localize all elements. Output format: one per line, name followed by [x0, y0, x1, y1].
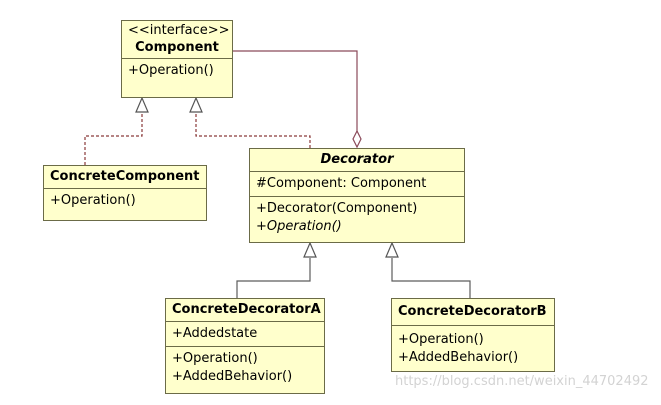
stereotype-label: <<interface>>	[128, 23, 230, 38]
operations-section: +Operation() +AddedBehavior()	[392, 326, 554, 370]
realization-line-concretecomponent	[84, 113, 143, 165]
class-name: ConcreteDecoratorA	[166, 299, 324, 322]
aggregation-line	[233, 50, 358, 132]
operation: +Decorator(Component)	[256, 201, 418, 216]
operation: +Operation()	[398, 332, 484, 347]
class-decorator[interactable]: Decorator #Component: Component +Decorat…	[249, 148, 465, 243]
realization-line-decorator	[195, 113, 311, 148]
attributes-section: #Component: Component	[250, 172, 464, 197]
operation: +AddedBehavior()	[172, 369, 293, 384]
aggregation-diamond	[352, 129, 362, 149]
generalization-arrowhead-decoratorb	[385, 241, 399, 258]
realization-arrowhead-decorator	[189, 96, 203, 113]
class-name: Decorator	[250, 149, 464, 172]
realization-arrowhead-concretecomponent	[135, 96, 149, 113]
operation: +Operation()	[128, 63, 214, 78]
class-component[interactable]: <<interface>> Component +Operation()	[121, 20, 233, 98]
operation: +AddedBehavior()	[398, 350, 519, 365]
operation: +Operation()	[50, 193, 136, 208]
operations-section: +Operation() +AddedBehavior()	[166, 347, 324, 389]
generalization-arrowhead-decoratora	[303, 241, 317, 258]
operations-section: +Operation()	[122, 59, 232, 83]
class-name: Component	[135, 40, 219, 55]
operation-abstract: +Operation()	[256, 219, 342, 234]
attribute: #Component: Component	[256, 176, 427, 191]
operations-section: +Decorator(Component) +Operation()	[250, 197, 464, 239]
operation: +Operation()	[172, 351, 258, 366]
attributes-section: +Addedstate	[166, 322, 324, 347]
class-concretedecoratorb[interactable]: ConcreteDecoratorB +Operation() +AddedBe…	[391, 298, 555, 372]
class-concretedecoratora[interactable]: ConcreteDecoratorA +Addedstate +Operatio…	[165, 298, 325, 394]
class-name: ConcreteComponent	[44, 166, 206, 189]
class-component-header: <<interface>> Component	[122, 21, 232, 59]
attribute: +Addedstate	[172, 326, 258, 341]
class-concretecomponent[interactable]: ConcreteComponent +Operation()	[43, 165, 207, 221]
operations-section: +Operation()	[44, 189, 206, 213]
generalization-line-decoratora	[236, 258, 311, 298]
watermark-text: https://blog.csdn.net/weixin_44702492	[395, 374, 649, 389]
generalization-line-decoratorb	[391, 258, 471, 298]
class-name: ConcreteDecoratorB	[392, 299, 554, 326]
